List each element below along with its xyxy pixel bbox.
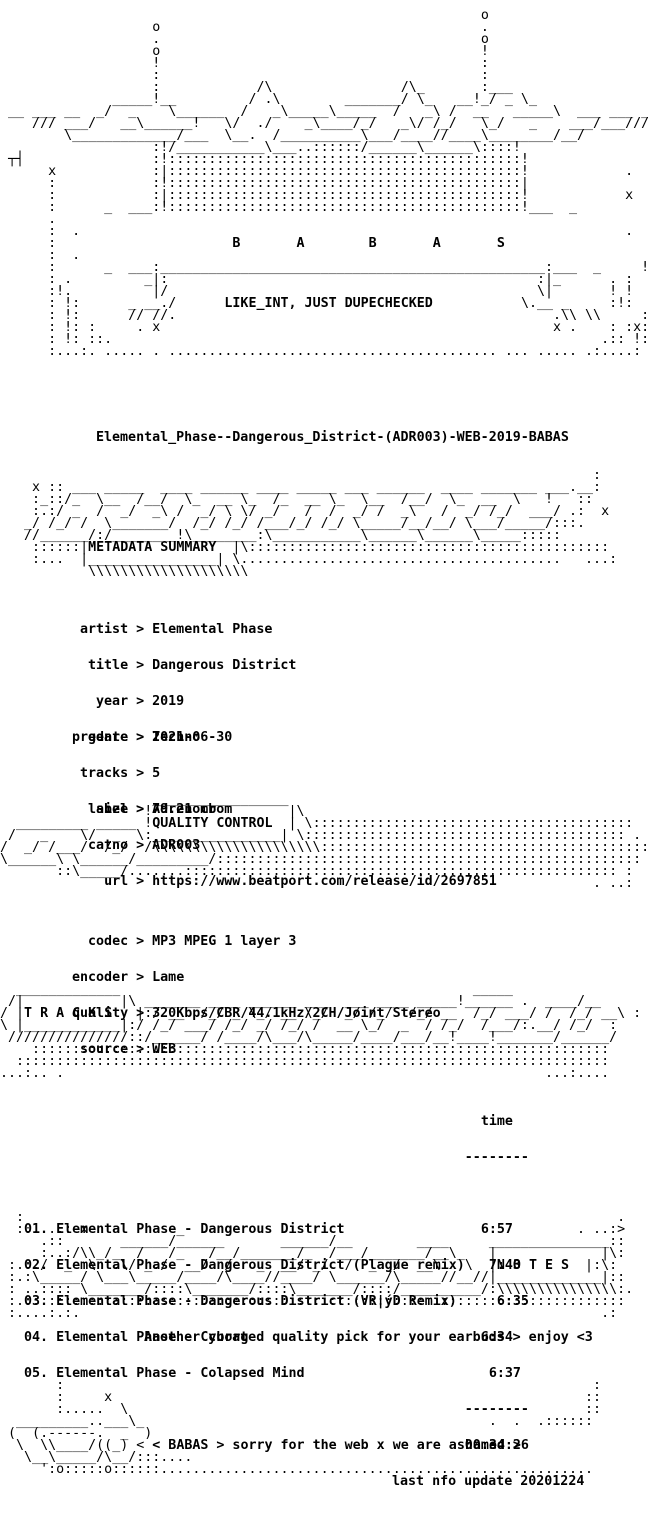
track-row: 05. Elemental Phase - Colapsed Mind 6:37 [24,1366,521,1381]
footer-block: : : : x :: :..... \ [8,1378,602,1477]
track-row: 02. Elemental Phase - Dangerous District… [24,1258,521,1273]
field-year: year > 2019 [96,694,185,709]
quality-header-block: _________________ ! |\ _________ _____ !… [0,792,648,891]
quality-title: QUALITY CONTROL [152,816,273,831]
release-name: Elemental_Phase--Dangerous_District-(ADR… [96,430,569,445]
field-catno: catno > ADR003 [88,838,201,853]
tracks-header-block: _____________ _____ /| |\ _______ ____ _… [0,982,642,1081]
footer-message: < BABAS > sorry for the web x we are ash… [152,1438,521,1453]
quality-fields: codec > MP3 MPEG 1 layer 3 encoder > Lam… [72,912,441,1080]
metadata-header-block: : x :: ___ _____ ____ ______ ____ _____ … [24,468,618,579]
header-ascii-art: o o . . o o ! [8,8,648,155]
time-header-rule: -------- [24,1150,529,1165]
side-mark: ┬┤ [8,152,25,167]
tagline: LIKE_INT, JUST DUPECHECKED [224,296,433,311]
logo-letters: B A B A S [56,236,505,251]
last-update: last nfo update 20201224 [392,1474,585,1489]
notes-title: N O T E S [496,1258,570,1273]
field-label: label > Adrenocrom [88,802,233,817]
field-codec: codec > MP3 MPEG 1 layer 3 [88,934,297,949]
header-art-block: o o . . o o ! [0,8,648,358]
tracks-title: T R A C K S [24,1006,113,1021]
track-row: 04. Elemental Phase - Cyborg 6:34 [24,1330,513,1345]
field-encoder: encoder > Lame [72,970,185,985]
metadata-fields-release: predate > 2021-06-30 tracks > 5 size > 7… [72,708,497,912]
track-row: 03. Elemental Phase - Dangerous District… [24,1294,529,1309]
total-time: 00:34:26 [464,1438,529,1453]
field-quality: quality > 320Kbps/CBR/44.1kHz/2CH/Joint … [72,1006,441,1021]
field-source: source > WEB [80,1042,177,1057]
time-header: time [480,1114,513,1129]
field-title: title > Dangerous District [88,658,297,673]
field-tracks: tracks > 5 [80,766,161,781]
notes-header-block: : . :.....: x _ . . ..:> .:: ______/____… [8,1210,634,1321]
field-url[interactable]: url > https://www.beatport.com/release/i… [104,874,497,889]
total-time-rule: -------- [24,1402,529,1417]
field-size: size > 79.21 mb [96,802,217,817]
field-artist: artist > Elemental Phase [80,622,273,637]
metadata-title: METADATA SUMMARY [88,540,217,555]
field-genre: genre > Techno [88,730,201,745]
track-row: 01. Elemental Phase - Dangerous District… [24,1222,513,1237]
notes-text: Another curated quality pick for your ea… [144,1330,593,1345]
metadata-fields: artist > Elemental Phase title > Dangero… [80,600,296,912]
field-predate: predate > 2021-06-30 [72,730,233,745]
tracks-list: time -------- 01. Elemental Phase - Dang… [24,1092,529,1476]
